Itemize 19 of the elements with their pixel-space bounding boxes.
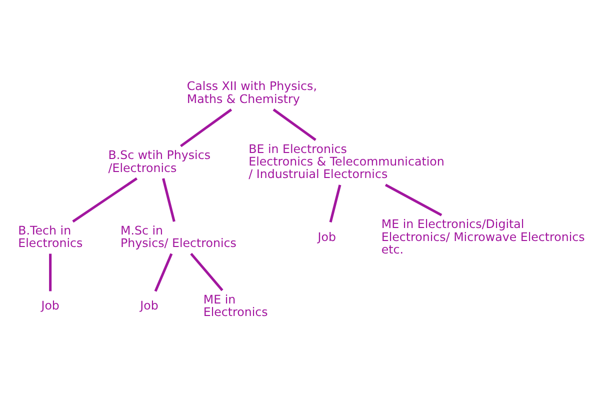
connector — [154, 253, 173, 292]
connector — [162, 178, 176, 222]
connector — [72, 177, 138, 223]
node-text: M.Sc in Physics/ Electronics — [120, 223, 236, 250]
connector — [272, 108, 316, 141]
connector — [329, 184, 342, 223]
node-text: BE in Electronics Electronics & Telecommunication / Industruial Electornics — [248, 142, 444, 182]
node-text: ME in Electronics — [203, 292, 268, 320]
node-text: B.Sc wtih Physics /Electronics — [108, 148, 210, 175]
node-text: Job — [140, 298, 158, 313]
connector — [190, 252, 224, 292]
node-text: ME in Electronics/Digital Electronics/ Microwave Electronics etc. — [381, 217, 585, 256]
connector — [384, 184, 442, 216]
node-text: Job — [318, 230, 336, 244]
node-text: Job — [41, 298, 60, 313]
connector — [180, 108, 232, 148]
node-text: B.Tech in Electronics — [18, 223, 83, 250]
connector — [49, 254, 52, 292]
node-text: Calss XII with Physics, Maths & Chemistry — [186, 79, 317, 106]
